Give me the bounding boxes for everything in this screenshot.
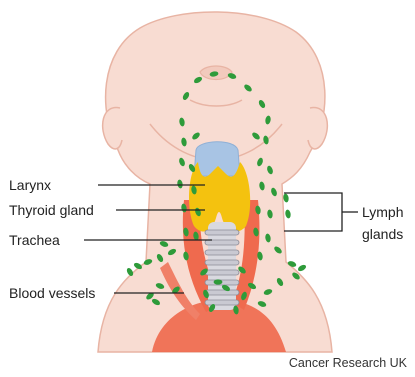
lymph-label-line2: glands <box>362 226 403 242</box>
larynx-label: Larynx <box>9 177 51 193</box>
credit-text: Cancer Research UK <box>289 356 408 370</box>
trachea-ring <box>205 250 239 255</box>
lymph-node <box>283 193 290 203</box>
thyroid-gland-label: Thyroid gland <box>9 202 94 218</box>
lymph-node <box>285 209 292 219</box>
trachea-label: Trachea <box>9 232 60 248</box>
right-ear <box>308 108 327 149</box>
lymph-node <box>214 279 223 284</box>
trachea-ring <box>205 240 239 245</box>
left-ear <box>103 108 122 149</box>
trachea-ring <box>205 260 239 265</box>
trachea <box>205 222 239 310</box>
lymph-bracket <box>284 193 342 231</box>
lymph-label-line1: Lymph <box>362 204 404 220</box>
trachea-ring <box>205 270 239 275</box>
blood-vessels-label: Blood vessels <box>9 285 95 301</box>
trachea-ring <box>205 290 239 295</box>
trachea-ring <box>205 300 239 305</box>
lymph-node <box>297 264 307 273</box>
trachea-ring <box>205 230 239 235</box>
